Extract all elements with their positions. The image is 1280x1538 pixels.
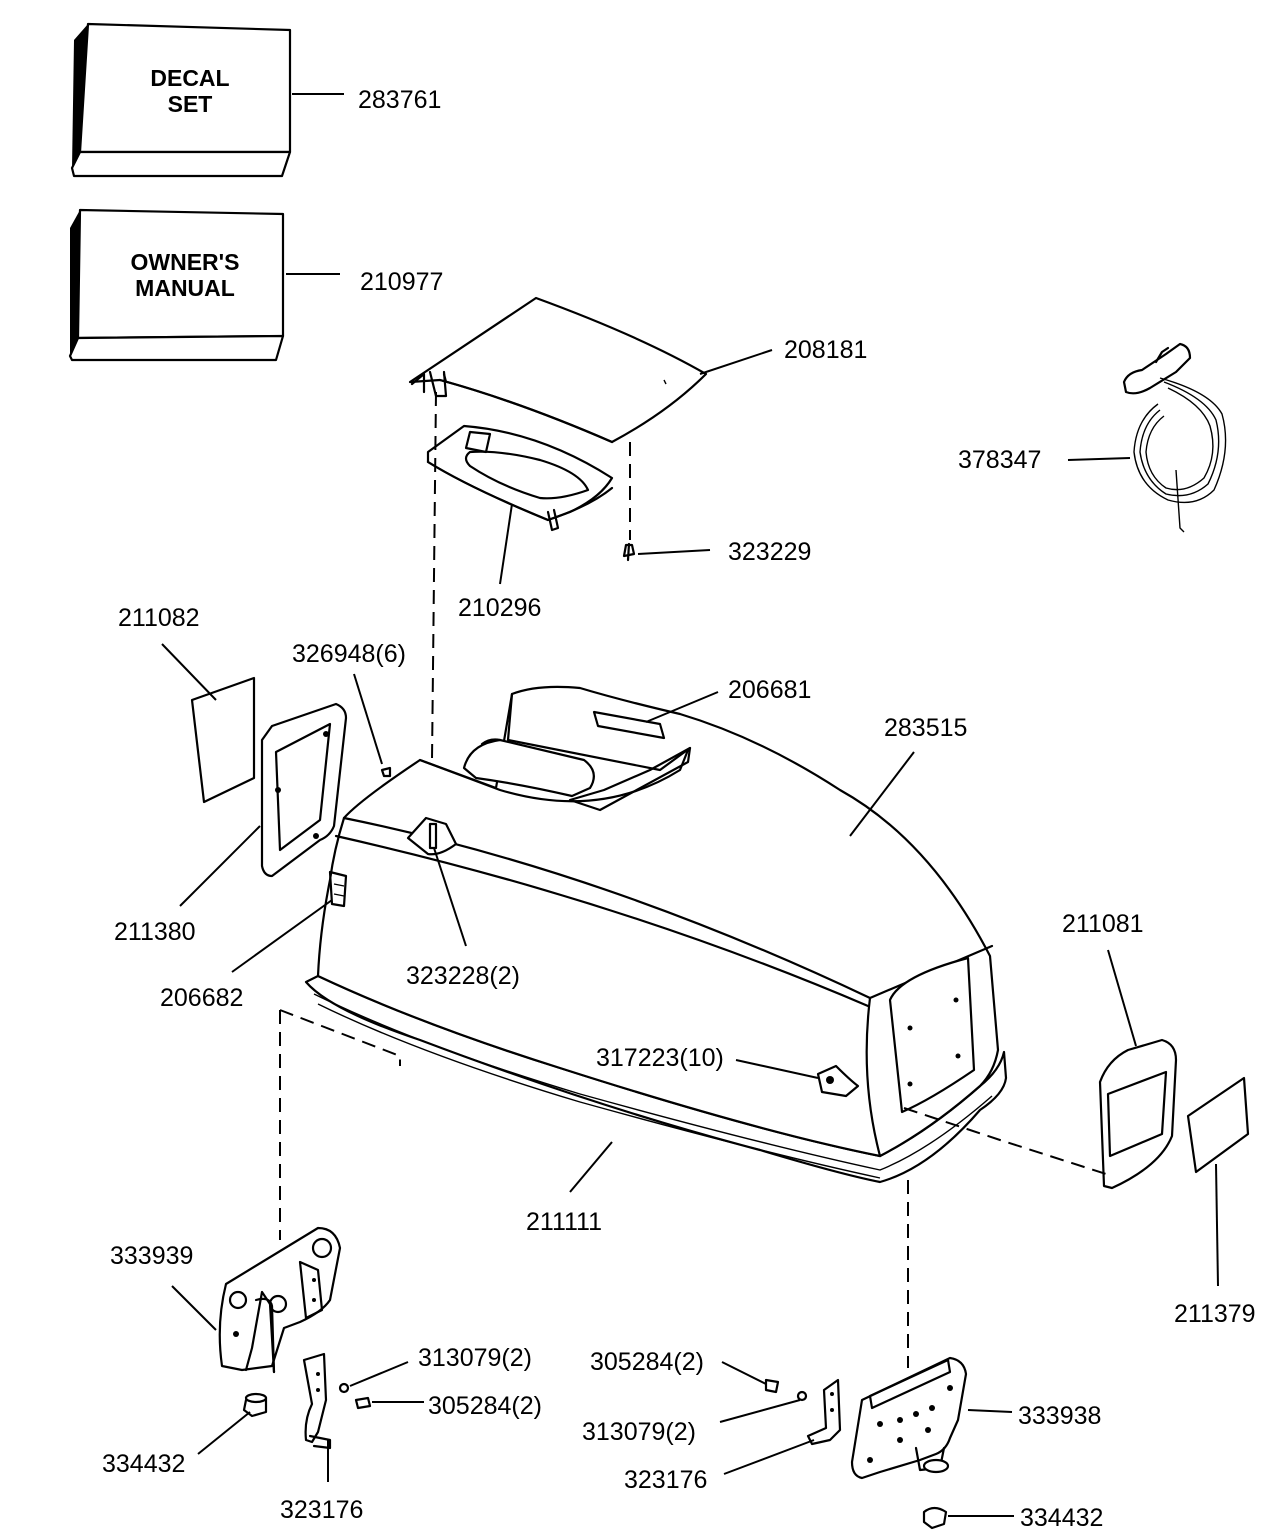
decal-set-box: DECAL SET [70, 22, 292, 178]
left-decal-part [190, 676, 256, 804]
left-frame-part [260, 702, 348, 878]
left-bracket-part [218, 1226, 342, 1374]
assembly-dashed-lines [279, 391, 1107, 1368]
part-number-labels: 283761 210977 208181 378347 323229 21029… [102, 86, 1256, 1532]
label-317223: 317223(10) [596, 1044, 724, 1072]
label-305284-left: 305284(2) [428, 1392, 542, 1420]
right-bracket-part [850, 1356, 968, 1480]
leader-lines [161, 93, 1219, 1517]
decal-set-label-line2: SET [168, 91, 213, 117]
right-washer-screw [764, 1378, 808, 1402]
owners-manual-label-line1: OWNER'S [131, 249, 240, 275]
label-211111: 211111 [526, 1208, 602, 1236]
bumper-right [922, 1506, 948, 1530]
label-326948: 326948(6) [292, 640, 406, 668]
right-frame-part [1098, 1038, 1178, 1190]
bumper-left [242, 1392, 268, 1418]
label-313079-left: 313079(2) [418, 1344, 532, 1372]
label-211081: 211081 [1062, 910, 1144, 938]
left-washer-screw [338, 1382, 372, 1410]
right-l-bracket-part [806, 1378, 842, 1446]
left-l-bracket-part [302, 1352, 332, 1450]
label-206682: 206682 [160, 984, 243, 1012]
decal-set-label-line1: DECAL [150, 65, 229, 91]
label-333939: 333939 [110, 1242, 193, 1270]
label-378347: 378347 [958, 446, 1041, 474]
label-210296: 210296 [458, 594, 541, 622]
label-283515: 283515 [884, 714, 967, 742]
cover-gasket-part [426, 424, 614, 532]
label-211380: 211380 [114, 918, 196, 946]
label-305284-right: 305284(2) [590, 1348, 704, 1376]
label-334432-right: 334432 [1020, 1504, 1103, 1532]
label-211082: 211082 [118, 604, 200, 632]
label-323176-right: 323176 [624, 1466, 707, 1494]
label-211379: 211379 [1174, 1300, 1256, 1328]
screw-323229 [622, 542, 636, 562]
label-323228: 323228(2) [406, 962, 520, 990]
label-283761: 283761 [358, 86, 441, 114]
top-cover-part [408, 296, 708, 444]
cable-coil-part [1122, 342, 1227, 533]
label-333938: 333938 [1018, 1402, 1101, 1430]
owners-manual-box: OWNER'S MANUAL [68, 208, 285, 362]
pin-326948 [380, 766, 392, 778]
right-decal-part [1186, 1076, 1250, 1174]
engine-cowl-part [304, 685, 1008, 1184]
label-323176-left: 323176 [280, 1496, 363, 1524]
label-210977: 210977 [360, 268, 443, 296]
label-208181: 208181 [784, 336, 867, 364]
owners-manual-label-line2: MANUAL [135, 275, 235, 301]
label-313079-right: 313079(2) [582, 1418, 696, 1446]
label-334432-left: 334432 [102, 1450, 185, 1478]
label-206681: 206681 [728, 676, 811, 704]
label-323229: 323229 [728, 538, 811, 566]
